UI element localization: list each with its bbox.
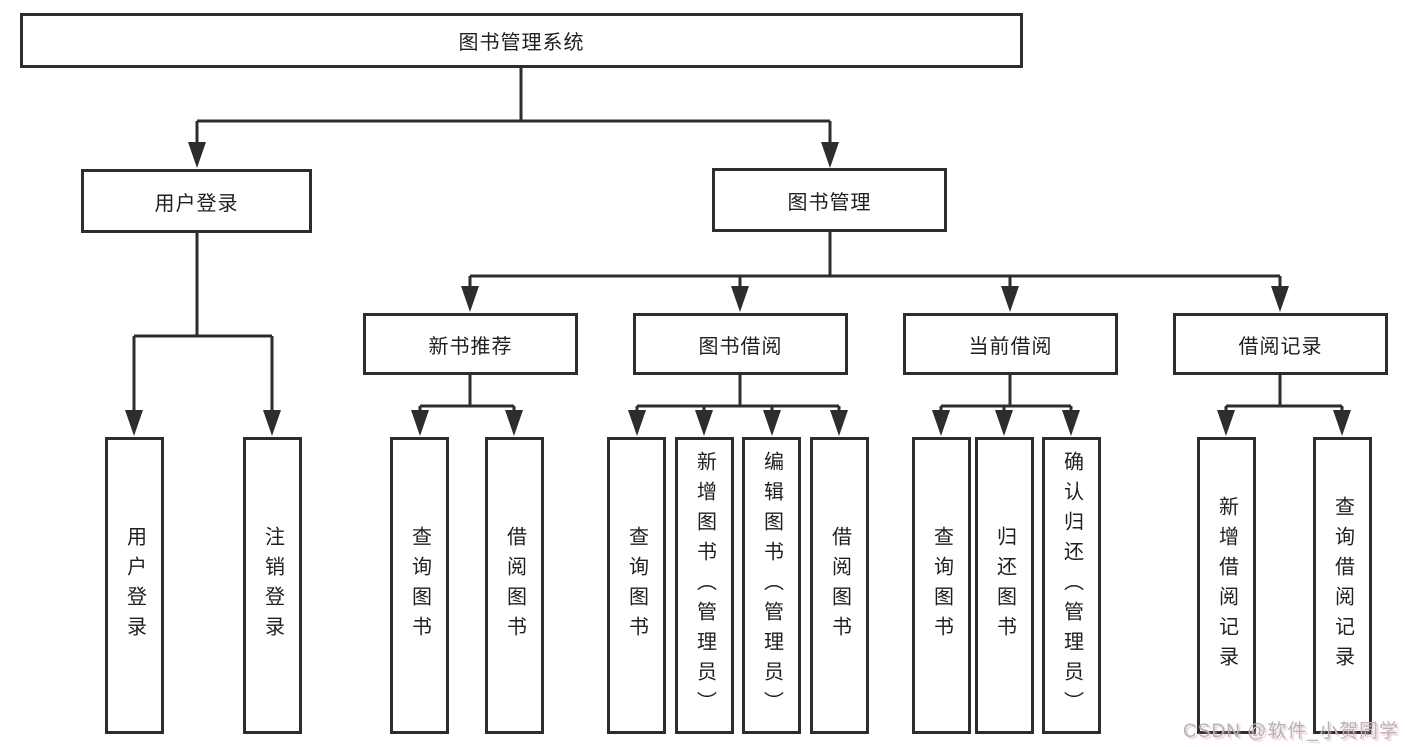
- leaf-box-logout: 注销登录: [243, 437, 302, 734]
- leaf-label-query-books-borrow: 查询图书: [625, 525, 648, 646]
- leaf-label-add-books-admin: 新增图书（管理员）: [693, 450, 716, 721]
- node-box-current-borrowing: 当前借阅: [903, 313, 1118, 375]
- leaf-box-edit-books-admin: 编辑图书（管理员）: [742, 437, 801, 734]
- leaf-label-logout: 注销登录: [261, 525, 284, 646]
- leaf-box-add-books-admin: 新增图书（管理员）: [675, 437, 734, 734]
- leaf-box-borrow-books: 借阅图书: [810, 437, 869, 734]
- node-box-user-login: 用户登录: [81, 169, 312, 233]
- arrowhead-icons: [125, 142, 1351, 436]
- leaf-label-add-borrow-record: 新增借阅记录: [1215, 495, 1238, 676]
- leaf-label-confirm-return-admin: 确认归还（管理员）: [1060, 450, 1083, 721]
- node-label-new-book-recommend: 新书推荐: [428, 335, 513, 358]
- node-label-user-login: 用户登录: [154, 192, 239, 215]
- node-label-book-borrowing: 图书借阅: [698, 335, 783, 358]
- node-label-borrow-records: 借阅记录: [1238, 335, 1323, 358]
- node-label-root: 图书管理系统: [458, 32, 585, 54]
- leaf-label-query-borrow-record: 查询借阅记录: [1331, 495, 1354, 676]
- node-box-new-book-recommend: 新书推荐: [363, 313, 578, 375]
- node-box-book-borrowing: 图书借阅: [633, 313, 848, 375]
- leaf-box-return-books: 归还图书: [975, 437, 1034, 734]
- node-label-current-borrowing: 当前借阅: [968, 335, 1053, 358]
- node-box-borrow-records: 借阅记录: [1173, 313, 1388, 375]
- leaf-box-user-login: 用户登录: [105, 437, 164, 734]
- leaf-box-confirm-return-admin: 确认归还（管理员）: [1042, 437, 1101, 734]
- leaf-box-query-borrow-record: 查询借阅记录: [1313, 437, 1372, 734]
- leaf-label-user-login: 用户登录: [123, 525, 146, 646]
- node-label-book-management: 图书管理: [787, 191, 872, 214]
- leaf-label-borrow-books-recommend: 借阅图书: [503, 525, 526, 646]
- leaf-label-query-books-recommend: 查询图书: [408, 525, 431, 646]
- leaf-box-add-borrow-record: 新增借阅记录: [1197, 437, 1256, 734]
- leaf-label-edit-books-admin: 编辑图书（管理员）: [760, 450, 783, 721]
- leaf-label-return-books: 归还图书: [993, 525, 1016, 646]
- leaf-label-borrow-books: 借阅图书: [828, 525, 851, 646]
- leaf-box-query-books-current: 查询图书: [912, 437, 971, 734]
- node-box-root: 图书管理系统: [20, 13, 1023, 68]
- watermark-text: CSDN @软件_小贺同学: [1183, 721, 1399, 742]
- node-box-book-management: 图书管理: [712, 168, 947, 232]
- leaf-box-borrow-books-recommend: 借阅图书: [485, 437, 544, 734]
- leaf-label-query-books-current: 查询图书: [930, 525, 953, 646]
- leaf-box-query-books-borrow: 查询图书: [607, 437, 666, 734]
- leaf-box-query-books-recommend: 查询图书: [390, 437, 449, 734]
